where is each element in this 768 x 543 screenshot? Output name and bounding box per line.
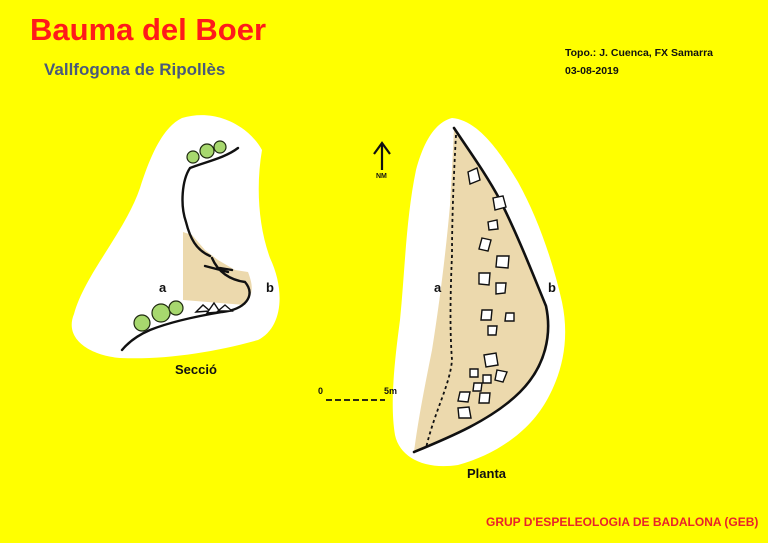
plan-point-a: a: [434, 280, 442, 295]
plan-cave-fill: [414, 128, 549, 452]
plan-main-wall: [412, 126, 550, 454]
plan-dripline: [425, 134, 457, 449]
footer-organization: GRUP D'ESPELEOLOGIA DE BADALONA (GEB): [486, 515, 759, 529]
section-label: Secció: [175, 362, 217, 377]
plan-point-b: b: [548, 280, 556, 295]
plan-boulders: [457, 167, 515, 419]
page-title: Bauma del Boer: [30, 12, 267, 47]
section-vegetation: [133, 140, 227, 332]
scale-end-label: 5m: [384, 386, 398, 396]
survey-date: 03-08-2019: [565, 65, 619, 77]
section-point-b: b: [266, 280, 274, 295]
plan-label: Planta: [467, 466, 507, 481]
scale-start-label: 0: [318, 386, 324, 396]
section-view: [71, 115, 280, 359]
north-arrow-label: NM: [376, 173, 387, 180]
section-rocks: [194, 301, 234, 314]
section-point-a: a: [159, 280, 167, 295]
section-outline: [120, 146, 251, 352]
plan-view: [392, 118, 566, 467]
north-arrow: [373, 141, 391, 170]
page-subtitle: Vallfogona de Ripollès: [44, 60, 226, 79]
authors-credit: Topo.: J. Cuenca, FX Samarra: [565, 47, 714, 59]
north-arrow-head: [373, 141, 391, 155]
